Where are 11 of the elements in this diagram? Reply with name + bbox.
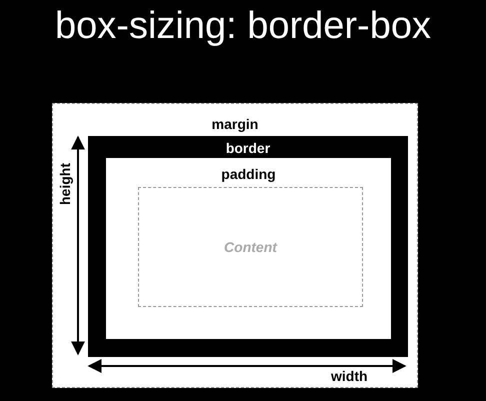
content-area	[138, 187, 363, 307]
border-area	[88, 136, 408, 357]
heading: box-sizing: border-box	[54, 4, 432, 48]
padding-label: padding	[220, 166, 277, 182]
border-label: border	[224, 140, 272, 156]
content-label: Content	[223, 239, 278, 255]
margin-area	[52, 103, 418, 388]
margin-label: margin	[210, 116, 260, 132]
dimension-label: width	[331, 368, 368, 384]
dimension-label: height	[57, 163, 73, 205]
padding-area	[106, 158, 391, 339]
